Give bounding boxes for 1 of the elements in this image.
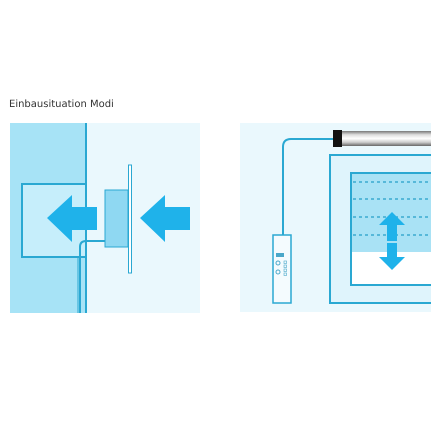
title: Einbausituation Modi <box>9 99 114 110</box>
